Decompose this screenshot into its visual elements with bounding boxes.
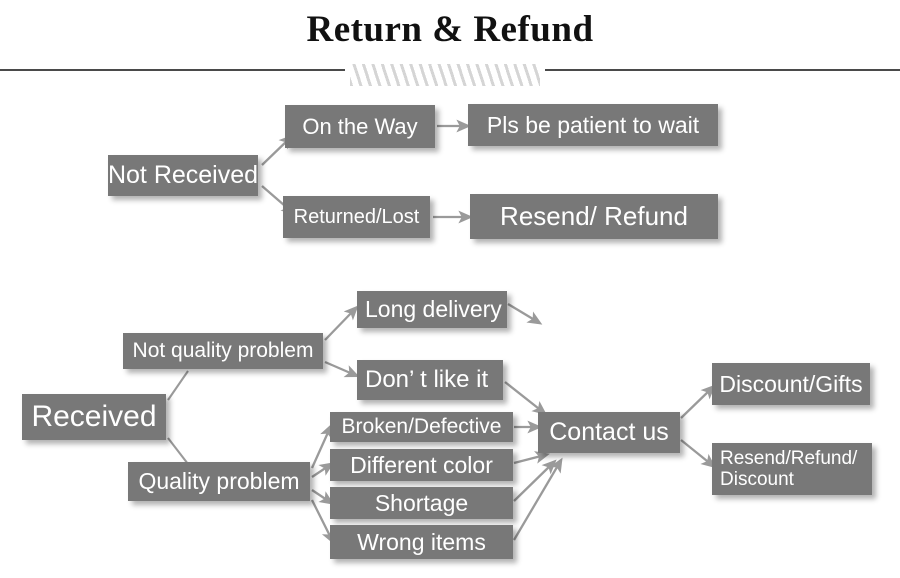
arrow-different-color-to-contact-us (513, 451, 550, 465)
arrow-quality-to-broken-defective (310, 423, 333, 469)
page-title: Return & Refund (306, 9, 594, 50)
node-label: Don’ t like it (365, 366, 489, 394)
arrow-not-quality-to-long-delivery (324, 305, 359, 341)
node-label: Wrong items (357, 528, 486, 555)
node-label: Pls be patient to wait (486, 111, 700, 138)
arrow-quality-to-wrong-items (310, 499, 335, 545)
node-not-quality-problem[interactable]: Not quality problem (123, 333, 323, 369)
arrow-long-delivery-out (507, 303, 543, 325)
node-label: Not Received (108, 161, 258, 190)
divider-rule-right (545, 69, 900, 71)
node-resend-refund-discount[interactable]: Resend/Refund/ Discount (712, 443, 872, 495)
node-label: Broken/Defective (341, 414, 502, 438)
node-long-delivery[interactable]: Long delivery (357, 291, 507, 328)
arrow-not-quality-to-dont-like-it (324, 360, 360, 378)
line-received-to-not-quality (167, 370, 189, 401)
node-different-color[interactable]: Different color (330, 449, 513, 481)
node-label: Quality problem (138, 468, 300, 495)
arrow-quality-to-shortage (311, 489, 335, 505)
node-resend-refund[interactable]: Resend/ Refund (470, 194, 718, 239)
node-wrong-items[interactable]: Wrong items (330, 525, 513, 559)
node-contact-us[interactable]: Contact us (538, 412, 680, 453)
divider-rule-left (0, 69, 345, 71)
arrow-contact-us-to-discount-gifts (680, 384, 716, 419)
line-received-to-quality (167, 437, 189, 465)
arrow-quality-to-different-color (311, 462, 335, 478)
node-returned-lost[interactable]: Returned/Lost (283, 196, 430, 238)
arrow-contact-us-to-resend-refund-discount (680, 439, 716, 469)
arrow-shortage-to-contact-us (513, 459, 557, 502)
node-label: Received (31, 400, 157, 434)
node-label: Returned/Lost (293, 205, 420, 228)
title-divider (0, 64, 900, 88)
node-label: Long delivery (365, 296, 502, 323)
node-label: Resend/Refund/ Discount (720, 447, 858, 490)
node-shortage[interactable]: Shortage (330, 487, 513, 519)
node-pls-be-patient[interactable]: Pls be patient to wait (468, 104, 718, 146)
node-dont-like-it[interactable]: Don’ t like it (357, 360, 503, 400)
node-discount-gifts[interactable]: Discount/Gifts (712, 363, 870, 405)
node-label: Shortage (374, 489, 469, 516)
node-label: Different color (350, 451, 493, 478)
arrow-wrong-items-to-contact-us (513, 457, 563, 541)
node-not-received[interactable]: Not Received (108, 155, 258, 196)
node-on-the-way[interactable]: On the Way (285, 105, 435, 148)
node-label: Discount/Gifts (719, 370, 863, 397)
node-received[interactable]: Received (22, 394, 166, 440)
arrow-dont-like-it-to-contact-us (504, 381, 547, 416)
hatched-divider-icon (350, 64, 540, 86)
node-quality-problem[interactable]: Quality problem (128, 462, 310, 501)
node-label: On the Way (302, 113, 418, 139)
node-label: Contact us (549, 418, 669, 447)
node-label: Resend/ Refund (500, 200, 688, 231)
node-broken-defective[interactable]: Broken/Defective (330, 412, 513, 442)
node-label: Not quality problem (132, 338, 314, 362)
